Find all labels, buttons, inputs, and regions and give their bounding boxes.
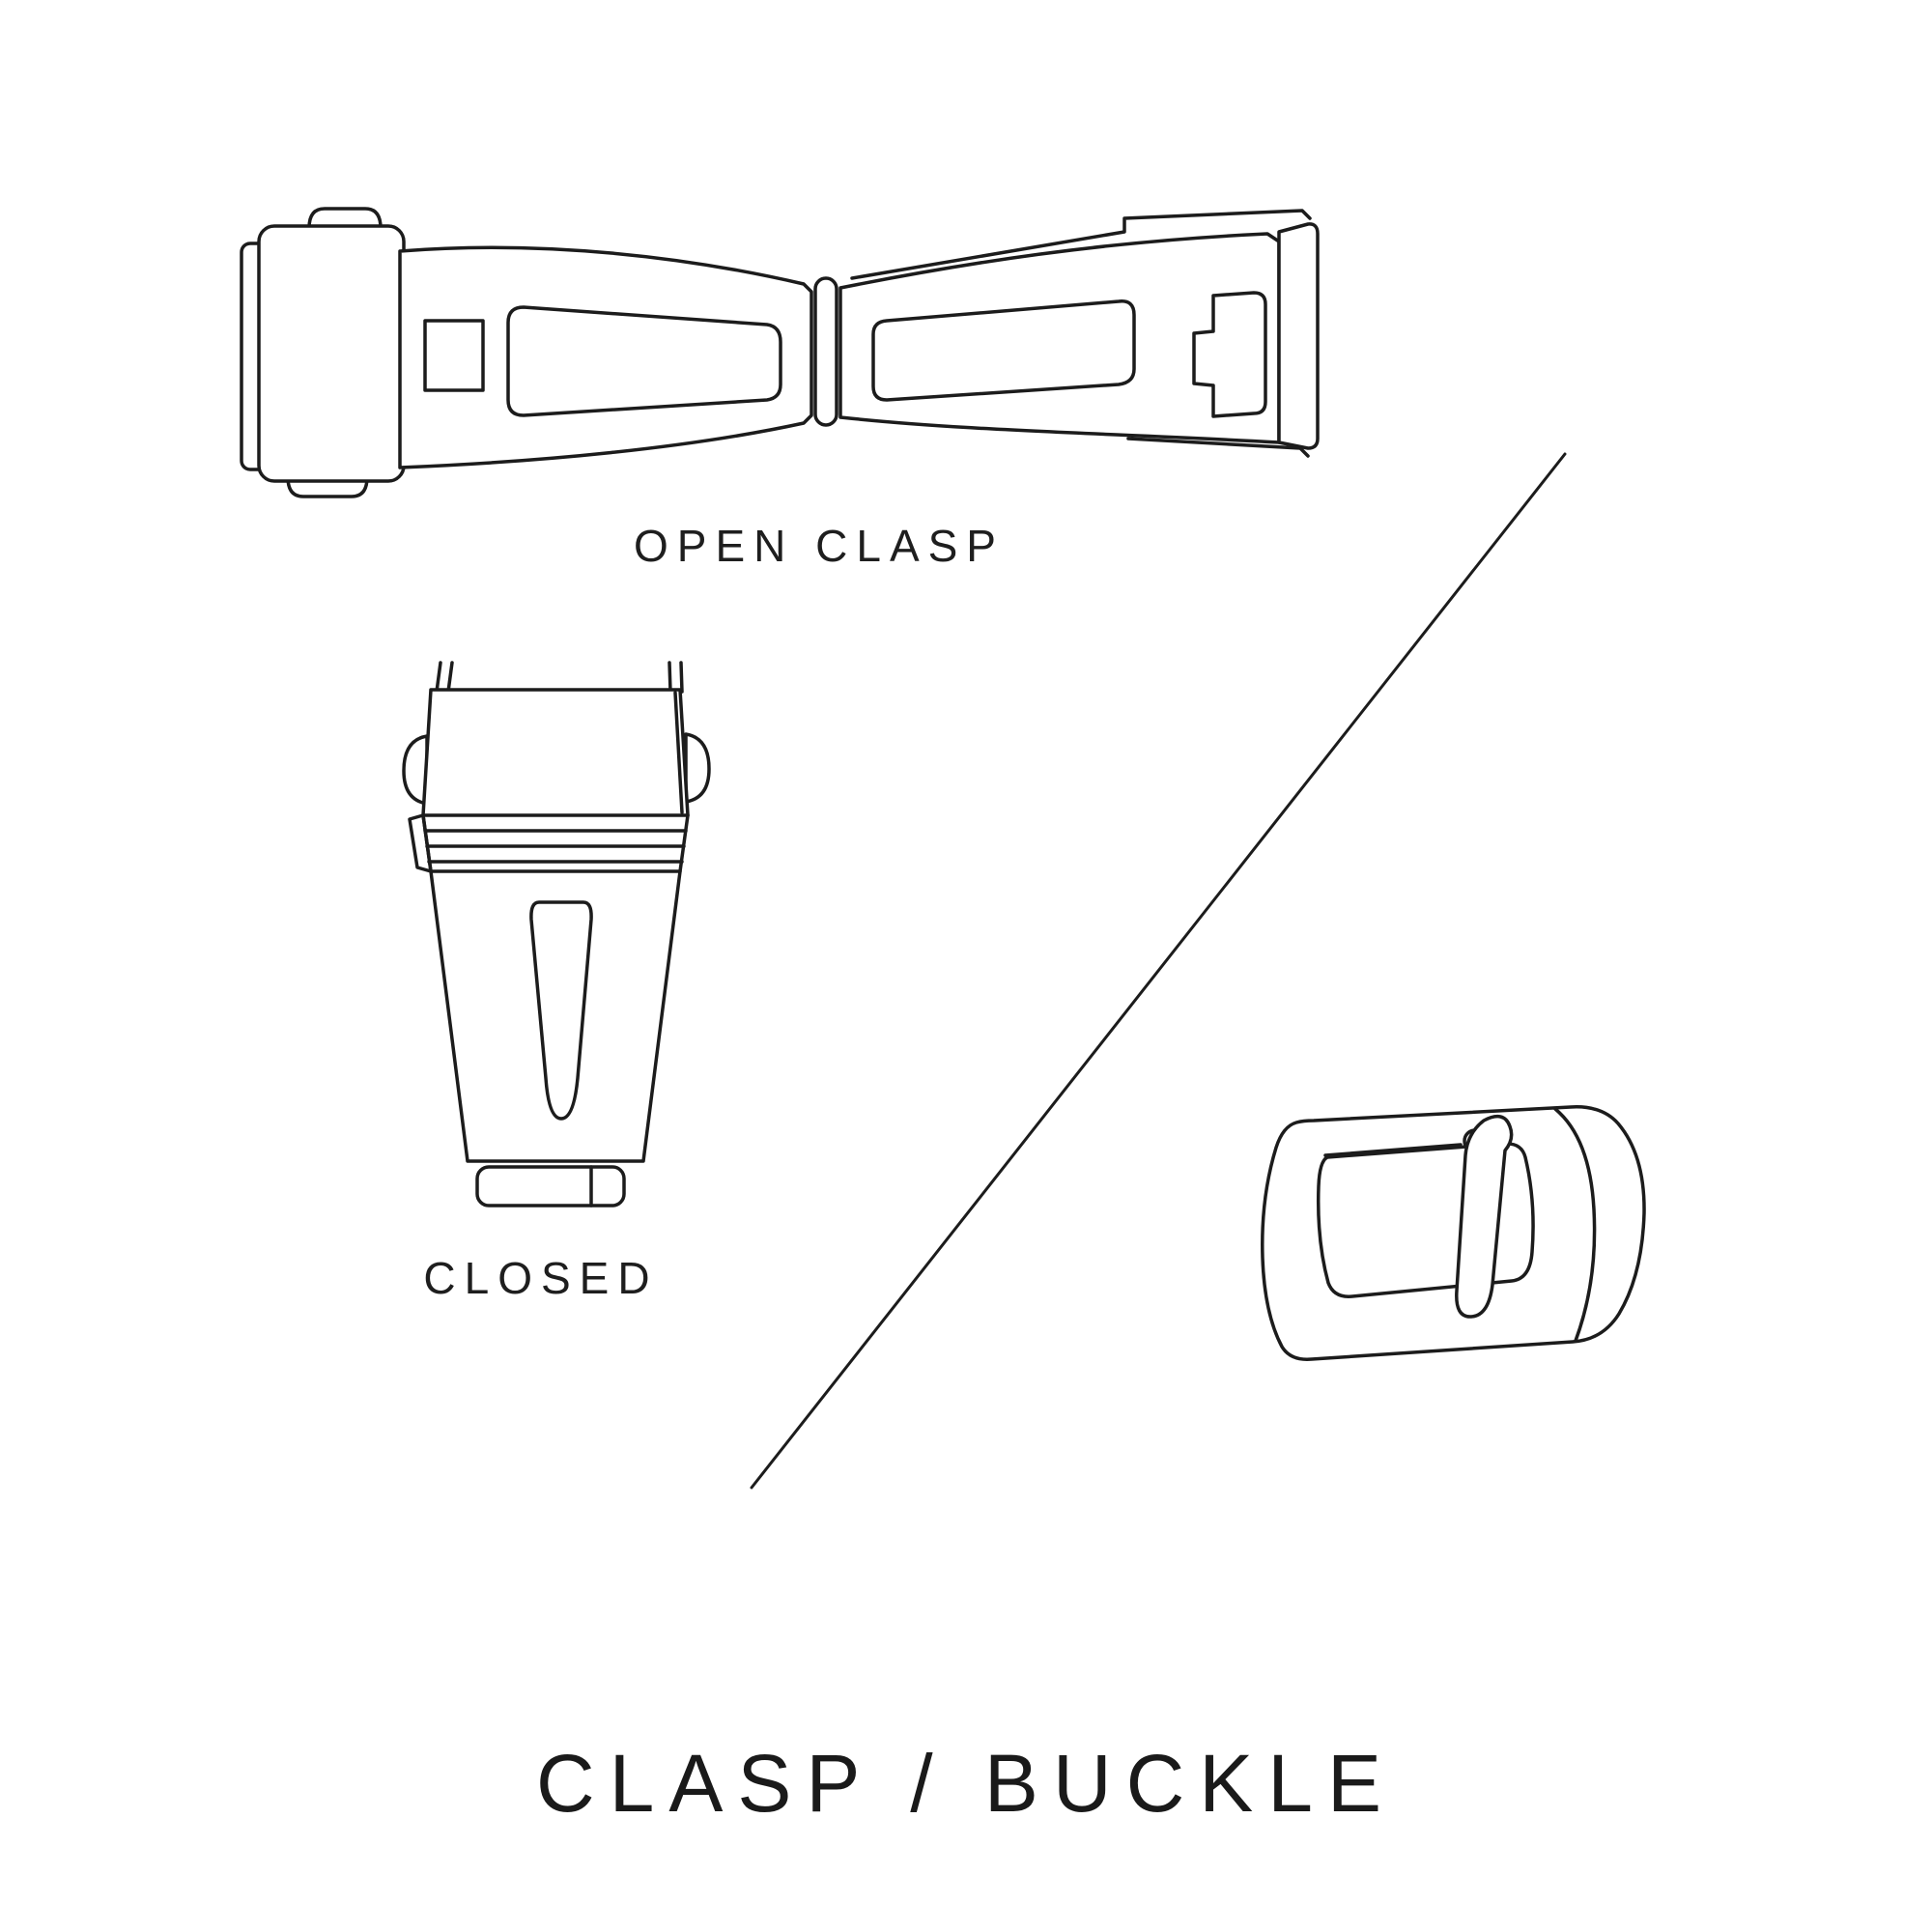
closed-clasp-label: CLOSED [423, 1253, 659, 1303]
page-title: CLASP / BUCKLE [535, 1738, 1397, 1829]
open-clasp-label: OPEN CLASP [634, 521, 1005, 571]
open-clasp-illustration [240, 207, 1320, 498]
closed-clasp-illustration [402, 661, 711, 1208]
tang-buckle-illustration [1261, 1105, 1646, 1361]
diagonal-divider-line [750, 452, 1567, 1490]
